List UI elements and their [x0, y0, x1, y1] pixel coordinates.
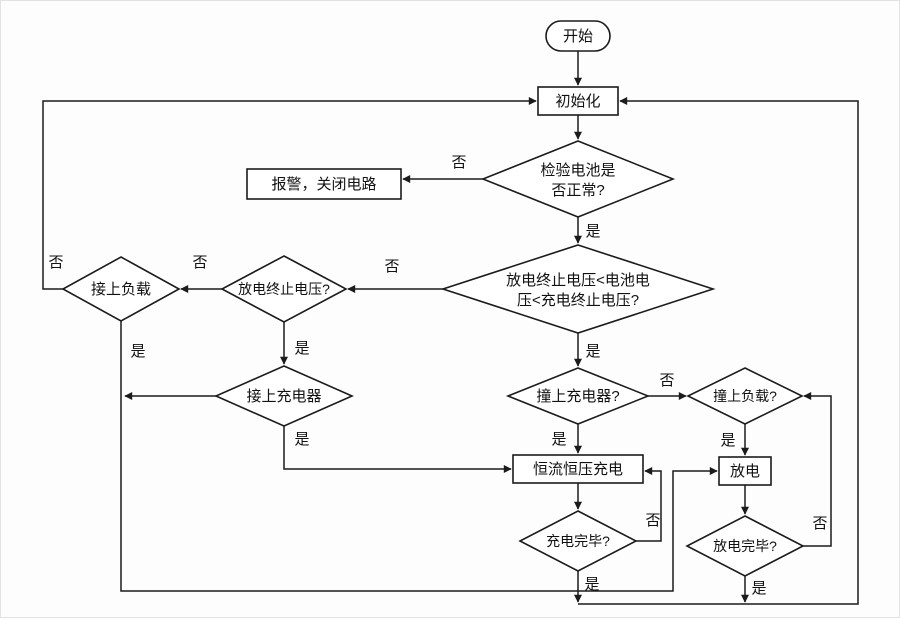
charge-done-label: 充电完毕?: [546, 533, 610, 549]
alarm-label: 报警，关闭电路: [271, 176, 376, 193]
label-voltage-window-no: 否: [384, 258, 399, 275]
label-battery-check-no: 否: [451, 154, 466, 171]
label-discharge-cutoff-yes: 是: [294, 340, 309, 357]
edge-connect-load-no-loop-to-init: [42, 97, 537, 290]
start-terminator: [545, 20, 611, 52]
discharge-done-decision: [685, 515, 805, 577]
connect-load-decision: [61, 256, 181, 322]
label-discharge-done-no: 否: [812, 515, 827, 532]
edge-discharge-done-no-loop-to-load-attached: [803, 392, 832, 547]
label-charger-attached-yes: 是: [551, 431, 566, 448]
edge-connect-charger-yes-to-cccv: [283, 426, 512, 473]
label-connect-charger-yes: 是: [294, 431, 309, 448]
discharge-done-label: 放电完毕?: [713, 538, 777, 554]
label-discharge-done-yes: 是: [751, 580, 766, 597]
edge-bottom-collector-to-init: [578, 97, 859, 605]
cccv-charge-label: 恒流恒压充电: [533, 461, 623, 478]
voltage-window-decision: [440, 244, 716, 334]
voltage-window-label-line1: 放电终止电压<电池电: [506, 272, 650, 289]
label-connect-load-no: 否: [48, 254, 63, 271]
start-label: 开始: [563, 28, 593, 45]
battery-check-label-line1: 检验电池是: [540, 162, 615, 179]
charger-attached-decision: [505, 367, 651, 425]
init-label: 初始化: [555, 93, 600, 110]
charge-done-decision: [518, 510, 638, 572]
label-charge-done-yes: 是: [584, 576, 599, 593]
label-discharge-cutoff-no: 否: [192, 254, 207, 271]
load-attached-decision: [686, 367, 804, 425]
cccv-charge-process: [512, 454, 644, 484]
label-connect-load-yes: 是: [130, 343, 145, 360]
discharge-process: [718, 456, 772, 486]
discharge-cutoff-label: 放电终止电压?: [238, 281, 330, 297]
label-load-attached-yes: 是: [720, 432, 735, 449]
charger-attached-label: 撞上充电器?: [536, 387, 619, 405]
edge-connect-load-yes-to-discharge: [120, 321, 718, 592]
edge-charge-done-no-loop-to-cccv: [636, 467, 662, 542]
discharge-cutoff-decision: [220, 255, 348, 323]
connect-charger-label: 接上充电器: [246, 388, 321, 405]
label-voltage-window-yes: 是: [585, 343, 600, 360]
init-process: [537, 86, 619, 116]
connect-load-label: 接上负载: [91, 281, 151, 298]
battery-check-decision: [480, 140, 676, 218]
label-battery-check-yes: 是: [585, 223, 600, 240]
battery-check-label-line2: 否正常?: [551, 182, 604, 199]
discharge-label: 放电: [730, 463, 760, 480]
connect-charger-decision: [214, 365, 354, 427]
alarm-process: [246, 168, 402, 200]
label-charge-done-no: 否: [645, 512, 660, 529]
label-charger-attached-no: 否: [659, 372, 674, 389]
voltage-window-label-line2: 压<充电终止电压?: [517, 292, 639, 309]
load-attached-label: 撞上负载?: [713, 388, 777, 404]
